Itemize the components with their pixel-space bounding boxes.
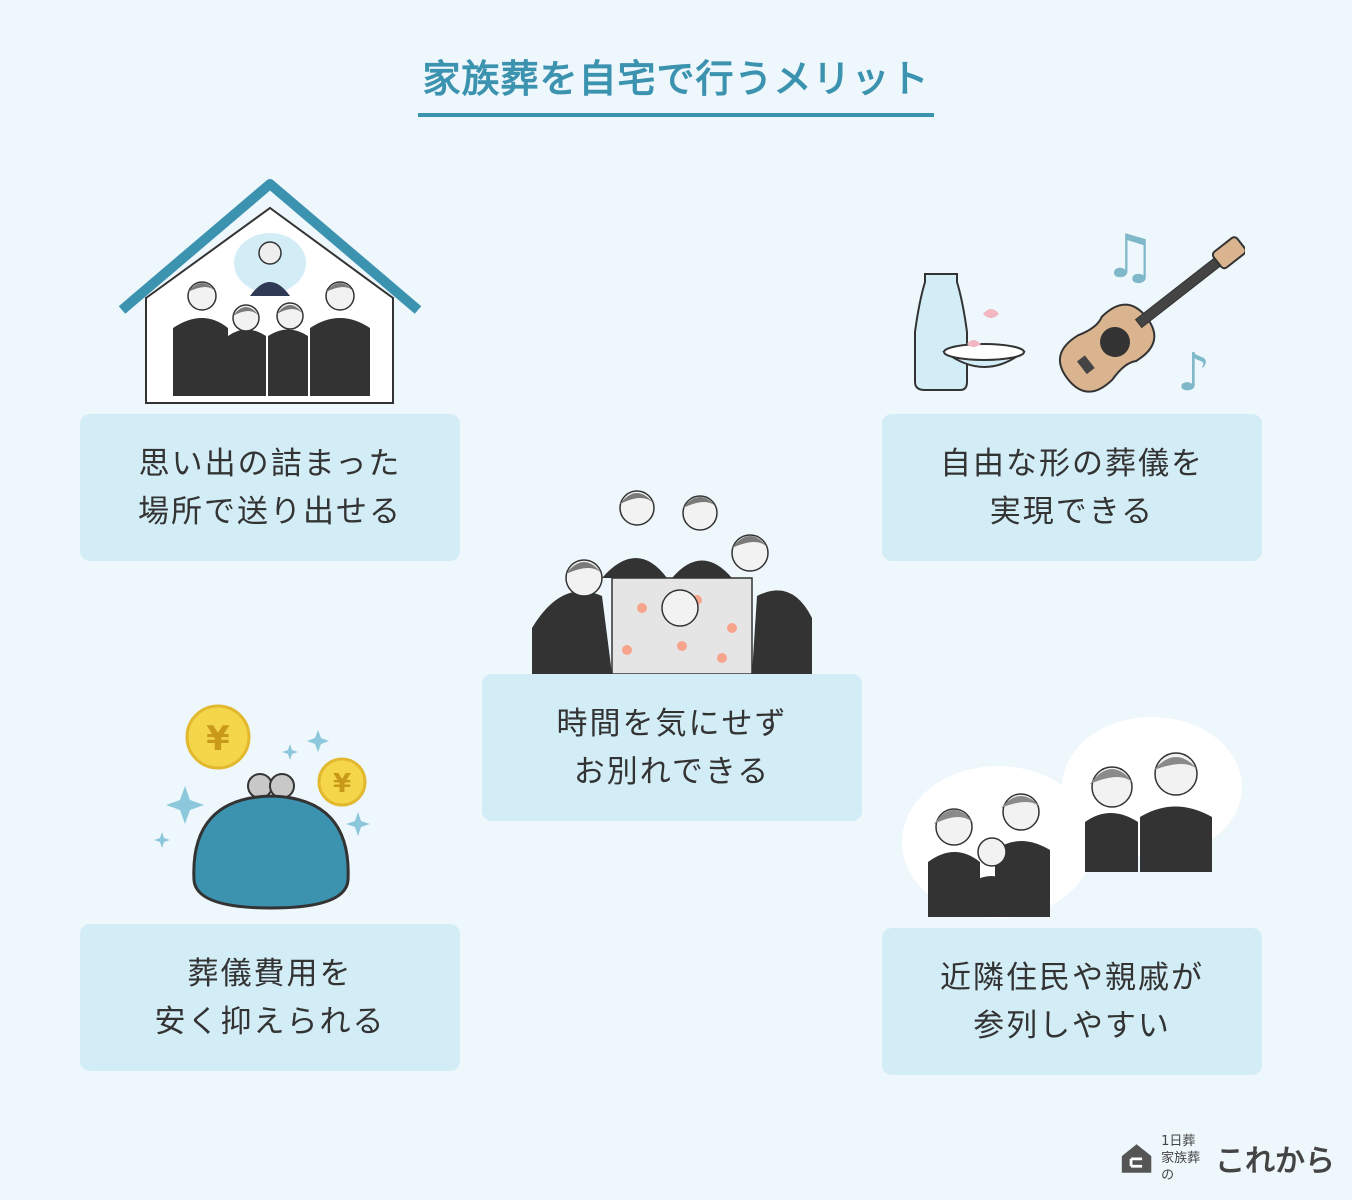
merit-card-line: 葬儀費用を: [187, 955, 353, 992]
title-container: 家族葬を自宅で行うメリット: [0, 48, 1352, 117]
merit-card-line: 近隣住民や親戚が: [940, 959, 1204, 996]
merit-card-line: お別れできる: [573, 753, 771, 790]
farewell-illustration: [532, 490, 812, 674]
merit-card-line: 時間を気にせず: [556, 705, 788, 742]
merit-card-line: 参列しやすい: [973, 1007, 1171, 1044]
merit-card-line: 思い出の詰まった: [138, 445, 402, 482]
logo-line: 家族葬の: [1161, 1150, 1201, 1183]
music-note-icon: ♫: [1103, 222, 1157, 292]
merit-card-memories: 思い出の詰まった 場所で送り出せる: [80, 414, 460, 561]
merit-card-line: 安く抑えられる: [154, 1003, 386, 1040]
yen-coin-icon: ¥: [333, 769, 351, 799]
merit-card-line: 実現できる: [989, 493, 1155, 530]
neighbors-relatives-illustration: [902, 717, 1242, 918]
house-logo-icon: [1121, 1144, 1152, 1173]
logo-subtitle: 1日葬 家族葬の: [1161, 1133, 1209, 1184]
house-family-illustration: [118, 179, 422, 404]
music-note-icon: ♪: [1177, 343, 1210, 403]
merit-card-access: 近隣住民や親戚が 参列しやすい: [882, 928, 1262, 1075]
merit-card-cost: 葬儀費用を 安く抑えられる: [80, 924, 460, 1071]
sake-guitar-illustration: ♫ ♪: [914, 222, 1245, 403]
logo-brand-name: これから: [1215, 1144, 1335, 1179]
merit-card-line: 自由な形の葬儀を: [940, 445, 1204, 482]
logo-line: 1日葬: [1161, 1133, 1196, 1149]
merit-card-time: 時間を気にせず お別れできる: [482, 674, 862, 821]
merit-card-freedom: 自由な形の葬儀を 実現できる: [882, 414, 1262, 561]
coin-purse-illustration: ¥ ¥: [154, 704, 370, 910]
merit-card-line: 場所で送り出せる: [138, 493, 402, 530]
yen-coin-icon: ¥: [206, 719, 230, 759]
brand-logo: 1日葬 家族葬の これから: [1120, 1134, 1335, 1183]
page-title: 家族葬を自宅で行うメリット: [418, 48, 934, 117]
